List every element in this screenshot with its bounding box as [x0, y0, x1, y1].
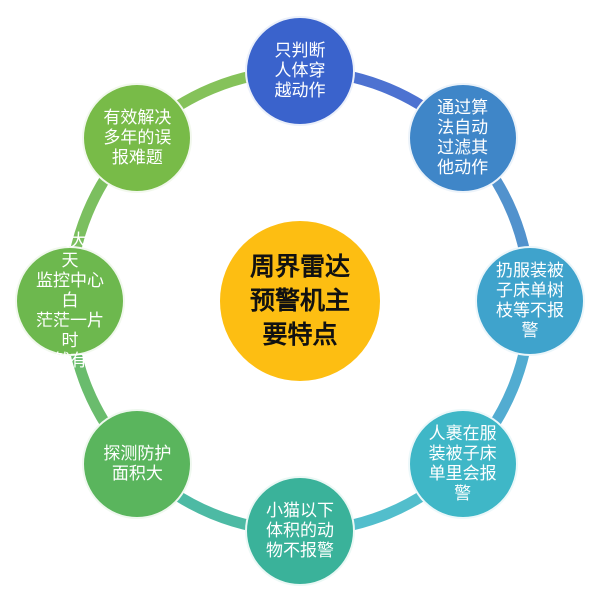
feature-node-7-label: 冬天大雾天 监控中心白 茫茫一片时 依然有效	[36, 231, 104, 371]
feature-node-6-label: 探测防护 面积大	[103, 443, 172, 484]
feature-node-6: 探测防护 面积大	[82, 408, 193, 519]
feature-node-5: 小猫以下 体积的动 物不报警	[245, 476, 355, 586]
feature-node-3-label: 扔服装被 子床单树 枝等不报 警	[496, 261, 564, 341]
feature-node-7: 冬天大雾天 监控中心白 茫茫一片时 依然有效	[15, 231, 125, 371]
center-topic: 周界雷达 预警机主 要特点	[218, 219, 382, 383]
feature-node-3: 扔服装被 子床单树 枝等不报 警	[475, 246, 585, 356]
feature-node-8-label: 有效解决 多年的误 报难题	[103, 108, 172, 169]
feature-node-1: 只判断 人体穿 越动作	[245, 16, 355, 126]
center-topic-label: 周界雷达 预警机主 要特点	[249, 252, 350, 349]
feature-node-1-label: 只判断 人体穿 越动作	[274, 41, 326, 101]
feature-node-2-label: 通过算 法自动 过滤其 他动作	[437, 98, 489, 179]
feature-node-2: 通过算 法自动 过滤其 他动作	[407, 83, 518, 194]
feature-node-4-label: 人裹在服 装被子床 单里会报 警	[428, 423, 497, 504]
feature-node-8: 有效解决 多年的误 报难题	[82, 83, 193, 194]
feature-node-5-label: 小猫以下 体积的动 物不报警	[266, 501, 334, 561]
feature-node-4: 人裹在服 装被子床 单里会报 警	[407, 408, 518, 519]
